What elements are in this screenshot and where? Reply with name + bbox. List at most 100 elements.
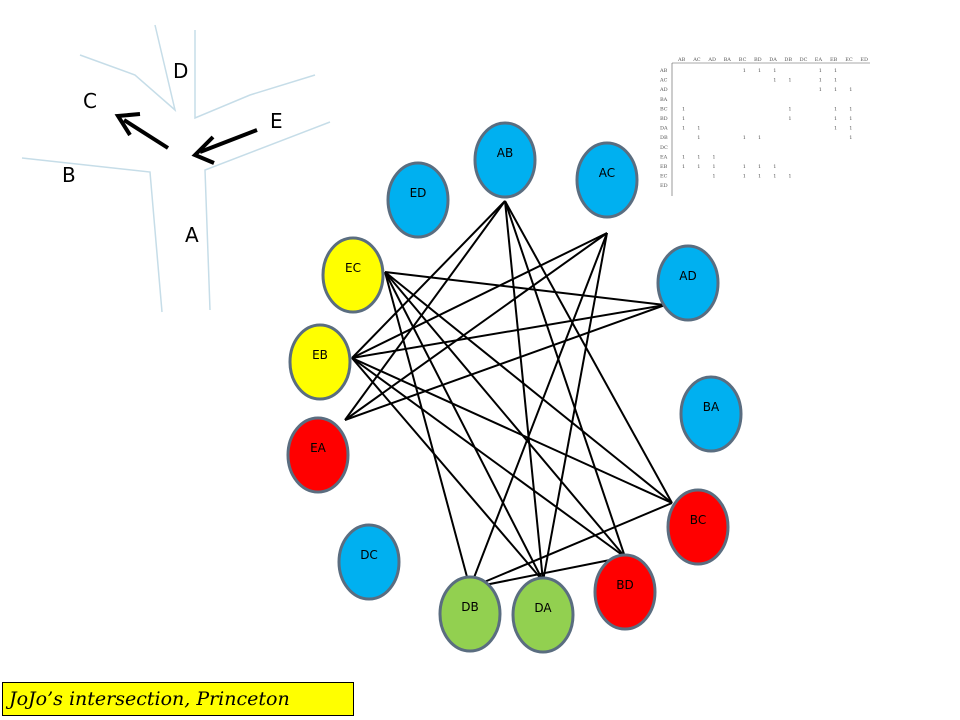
node-label: DB <box>461 600 478 614</box>
conflict-edge-ec-da <box>384 271 544 582</box>
node-db: DB <box>438 575 502 653</box>
conflict-edge-ab-bd <box>504 200 626 558</box>
road-label-d: D <box>173 59 188 83</box>
matrix-cell: 1 <box>712 154 715 160</box>
matrix-cell: 1 <box>849 126 852 132</box>
node-circle <box>321 236 385 314</box>
node-label: EA <box>310 441 327 455</box>
node-label: DA <box>534 601 552 615</box>
matrix-cell: 1 <box>712 164 715 170</box>
matrix-row-header: DA <box>660 126 668 132</box>
conflict-edge-ec-db <box>384 271 471 589</box>
intersection-roads <box>21 24 331 313</box>
conflict-edge-ac-db <box>469 232 608 589</box>
matrix-col-header: BA <box>724 57 732 63</box>
node-label: BA <box>703 400 720 414</box>
matrix-row-header: AC <box>659 78 668 84</box>
conflict-edge-ec-bc <box>384 271 673 504</box>
caption-box: JoJo’s intersection, Princeton <box>2 682 354 716</box>
road-labels: D C E B A <box>62 59 283 247</box>
conflict-edge-eb-da <box>351 357 544 582</box>
node-label: EB <box>312 348 328 362</box>
node-bc: BC <box>666 488 730 566</box>
matrix-cell: 1 <box>712 174 715 180</box>
node-label: DC <box>360 548 378 562</box>
matrix-cell: 1 <box>743 135 746 141</box>
node-circle <box>656 244 720 322</box>
matrix-cell: 1 <box>682 154 685 160</box>
matrix-cell: 1 <box>743 164 746 170</box>
conflict-edge-ab-da <box>504 200 544 582</box>
node-eb: EB <box>288 323 352 401</box>
node-label: AD <box>679 269 696 283</box>
matrix-cell: 1 <box>788 116 791 122</box>
matrix-row-header: BD <box>660 116 668 122</box>
matrix-col-header: AD <box>707 57 716 63</box>
conflict-edge-ab-eb <box>351 200 506 359</box>
matrix-cell: 1 <box>743 174 746 180</box>
node-ec: EC <box>321 236 385 314</box>
matrix-cell: 1 <box>758 164 761 170</box>
matrix-col-header: ED <box>860 57 868 63</box>
matrix-cell: 1 <box>773 78 776 84</box>
node-circle <box>337 523 401 601</box>
matrix-row-header: BA <box>660 97 668 103</box>
node-label: BC <box>690 513 706 527</box>
conflict-edge-bd-db <box>469 556 626 589</box>
matrix-cell: 1 <box>682 106 685 112</box>
matrix-row-header: ED <box>660 183 668 189</box>
node-label: EC <box>345 261 361 275</box>
matrix-col-header: AB <box>677 57 686 63</box>
conflict-edge-eb-bd <box>351 357 626 558</box>
road-label-a: A <box>185 223 199 247</box>
matrix-cell: 1 <box>773 68 776 74</box>
matrix-cell: 1 <box>849 116 852 122</box>
arrow-left-head <box>114 112 141 137</box>
conflict-edge-ac-eb <box>351 232 608 359</box>
conflict-edge-eb-bc <box>351 357 673 504</box>
node-bd: BD <box>593 553 657 631</box>
turn-arrows <box>114 112 258 165</box>
matrix-cell: 1 <box>773 164 776 170</box>
node-circle <box>386 161 450 239</box>
road-label-b: B <box>62 163 76 187</box>
road-line <box>21 157 163 313</box>
matrix-cell: 1 <box>697 126 700 132</box>
arrow-left-icon <box>122 118 170 150</box>
matrix-cell: 1 <box>697 135 700 141</box>
node-circle <box>438 575 502 653</box>
node-circle <box>511 576 575 654</box>
matrix-col-header: DA <box>769 57 777 63</box>
matrix-cell: 1 <box>758 68 761 74</box>
matrix-cell: 1 <box>682 126 685 132</box>
matrix-cell: 1 <box>788 174 791 180</box>
conflict-edge-ad-eb <box>351 304 666 359</box>
node-label: BD <box>616 578 633 592</box>
conflict-edge-ec-bd <box>384 271 626 558</box>
road-line <box>204 121 331 311</box>
matrix-cell: 1 <box>758 174 761 180</box>
road-line <box>79 24 177 113</box>
matrix-row-header: DC <box>660 145 668 151</box>
node-label: AB <box>497 146 513 160</box>
matrix-cell: 1 <box>773 174 776 180</box>
matrix-cell: 1 <box>819 68 822 74</box>
matrix-cell: 1 <box>819 87 822 93</box>
road-label-c: C <box>83 89 97 113</box>
node-da: DA <box>511 576 575 654</box>
matrix-row-header: AB <box>659 68 668 74</box>
conflict-edge-ad-ec <box>384 271 666 306</box>
matrix-row-header: BC <box>660 106 668 112</box>
matrix-row-header: EA <box>660 154 668 160</box>
matrix-cell: 1 <box>682 164 685 170</box>
node-dc: DC <box>337 523 401 601</box>
conflict-edge-ad-ea <box>344 304 666 421</box>
node-circle <box>575 141 639 219</box>
matrix-cell: 1 <box>682 116 685 122</box>
arrow-right-head <box>191 135 215 165</box>
node-circle <box>473 121 537 199</box>
